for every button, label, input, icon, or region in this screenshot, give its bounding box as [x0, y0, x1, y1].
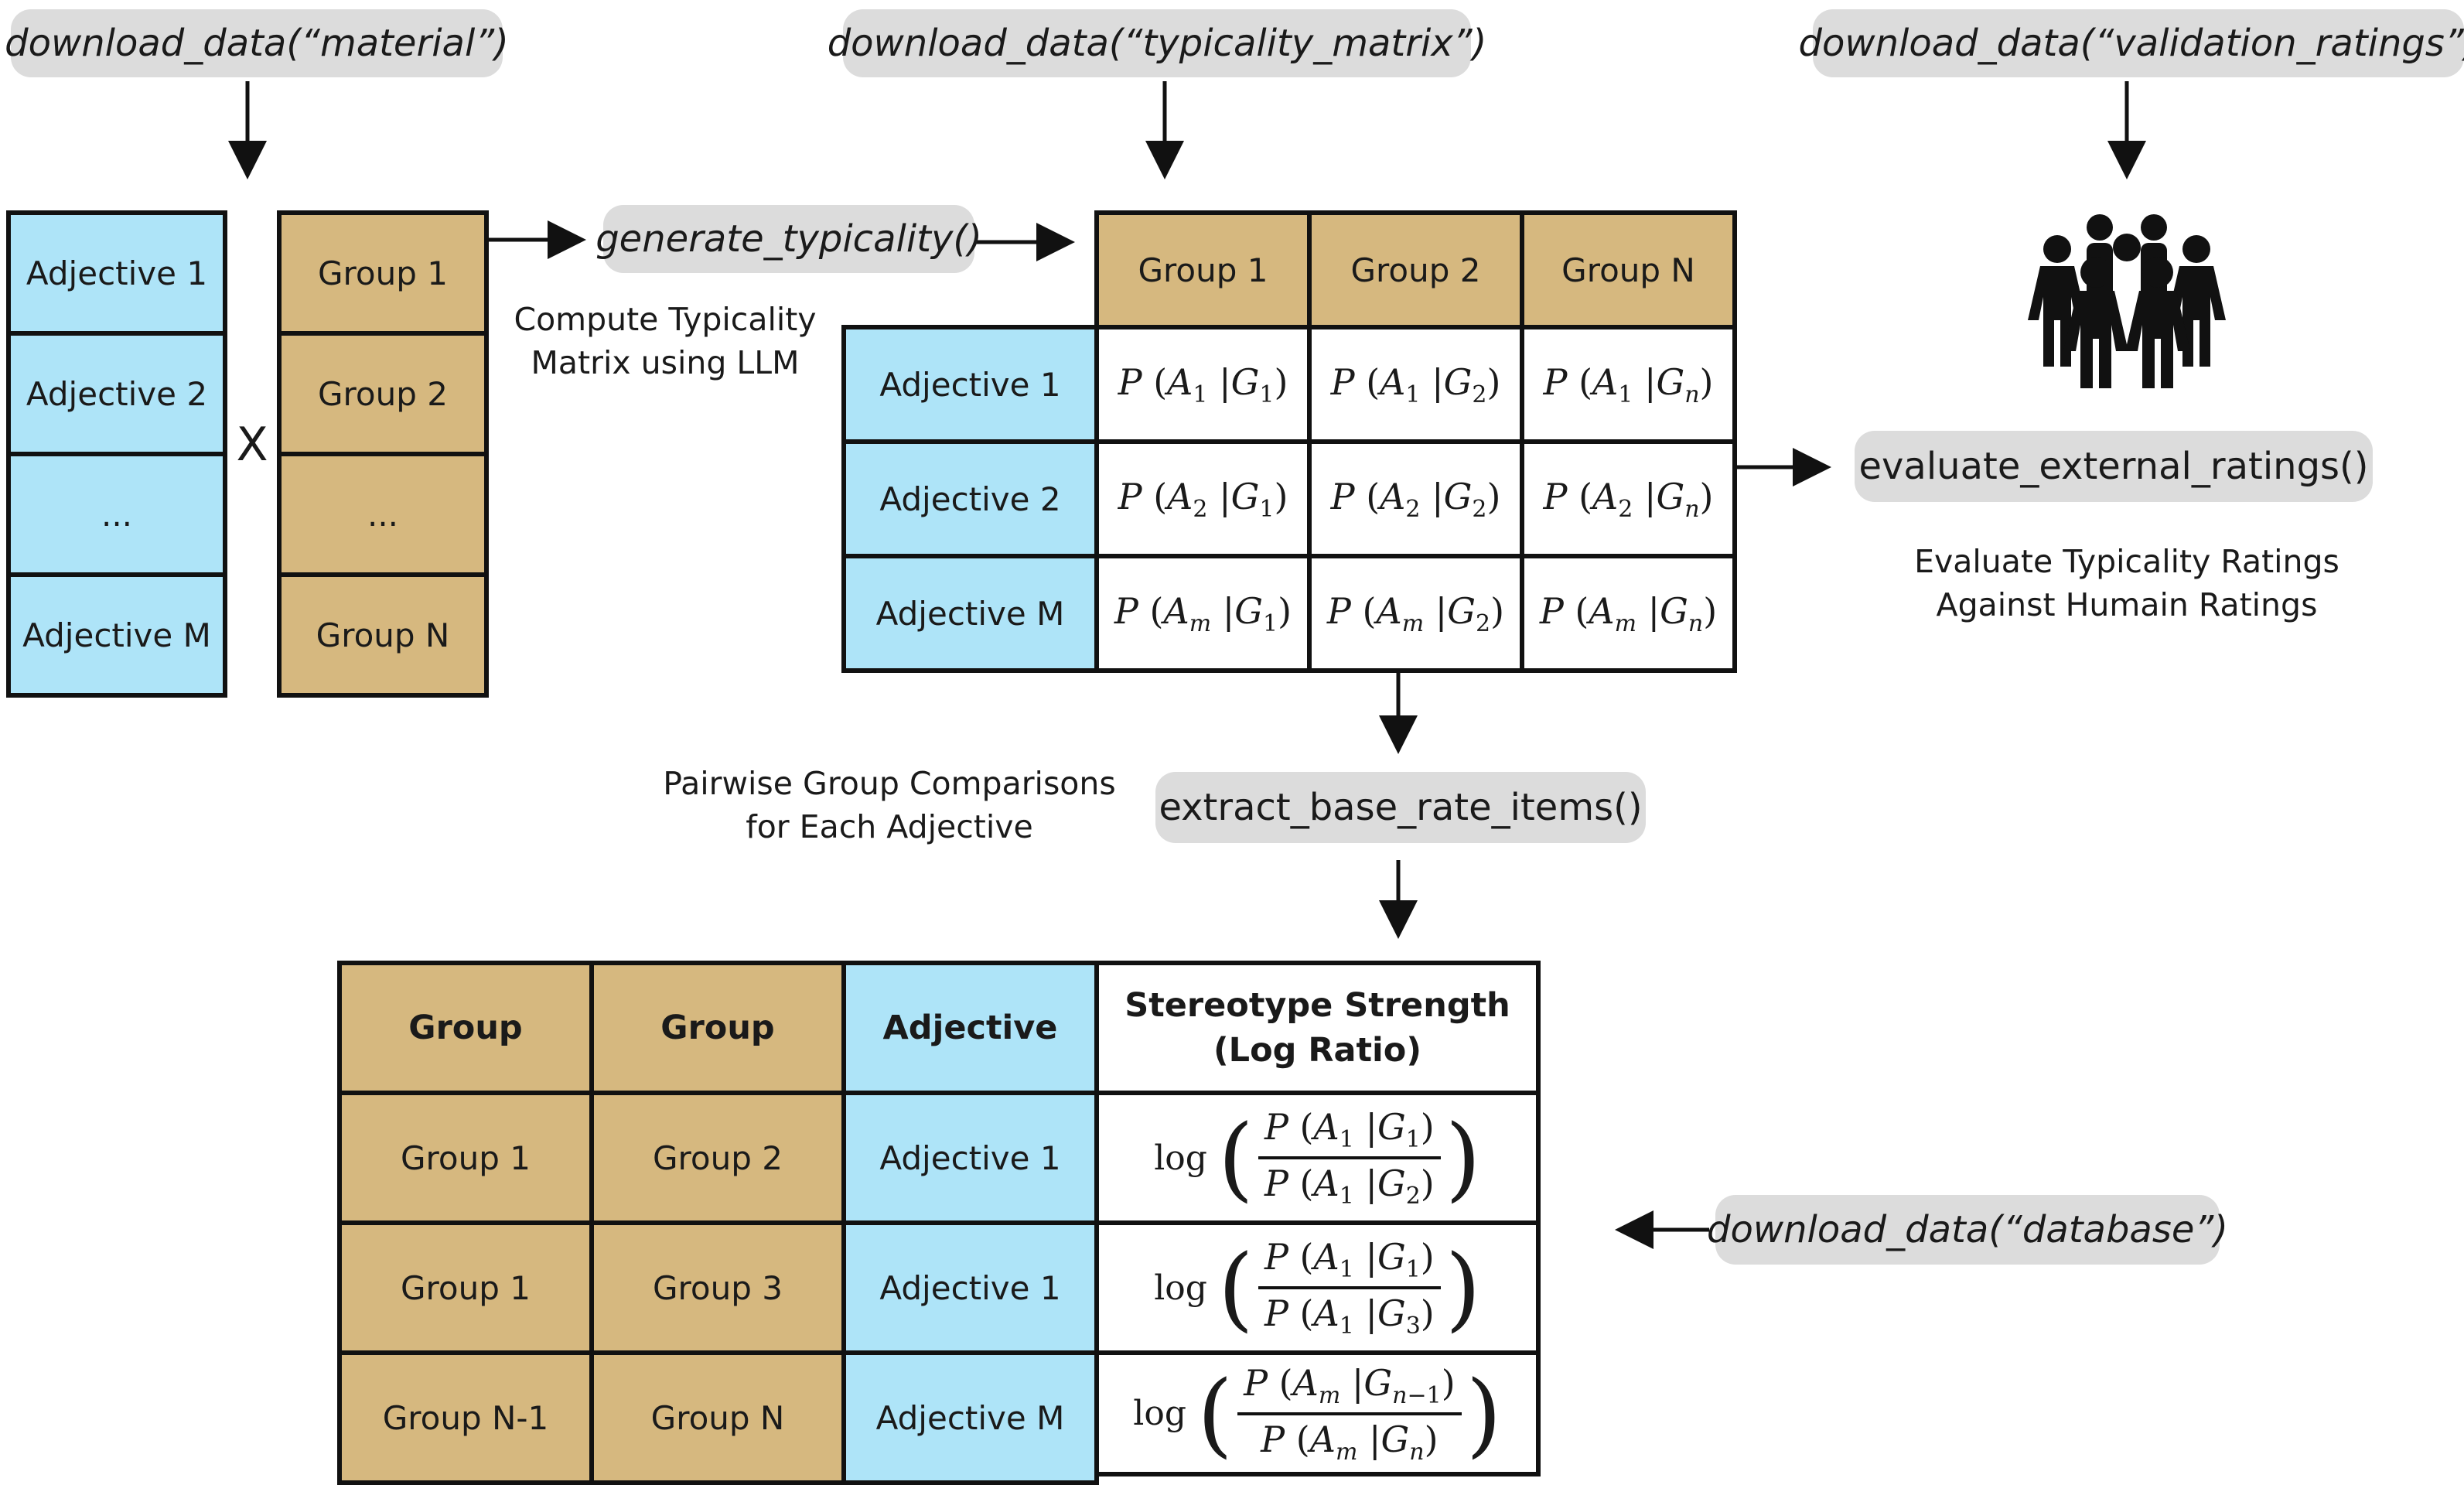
- table-row-group-a: Group 1: [337, 1220, 594, 1355]
- download-validation-ratings-call: download_data(“validation_ratings”): [1799, 9, 2464, 77]
- matrix-row-header: Adjective M: [841, 554, 1099, 673]
- matrix-row-header: Adjective 2: [841, 439, 1099, 558]
- adjective-list-item: Adjective M: [6, 572, 227, 698]
- log-label: log: [1133, 1394, 1187, 1433]
- log-label: log: [1154, 1268, 1207, 1308]
- matrix-row-header: Adjective 1: [841, 325, 1099, 444]
- table-row-adjective: Adjective 1: [841, 1220, 1099, 1355]
- table-header-stereotype-strength: Stereotype Strength(Log Ratio): [1094, 961, 1541, 1095]
- generate-typicality-call: generate_typicality(): [596, 205, 982, 273]
- log-label: log: [1154, 1138, 1207, 1178]
- download-material-call: download_data(“material”): [5, 9, 509, 77]
- group-list-item: ...: [277, 452, 489, 577]
- matrix-prob-cell: P (A2 |Gn): [1520, 439, 1737, 558]
- table-row-adjective: Adjective M: [841, 1350, 1099, 1485]
- adjective-list: Adjective 1 Adjective 2 ... Adjective M: [6, 210, 227, 698]
- table-row-group-b: Group 3: [589, 1220, 846, 1355]
- extract-base-rate-items-call: extract_base_rate_items(): [1155, 772, 1646, 843]
- matrix-col-header: Group N: [1520, 210, 1737, 329]
- group-list-item: Group 2: [277, 331, 489, 456]
- adjective-list-item: ...: [6, 452, 227, 577]
- table-header-group-2: Group: [589, 961, 846, 1095]
- download-typicality-matrix-call: download_data(“typicality_matrix”): [828, 9, 1486, 77]
- people-group-icon: [2028, 214, 2226, 388]
- matrix-prob-cell: P (A2 |G1): [1094, 439, 1312, 558]
- table-row-adjective: Adjective 1: [841, 1091, 1099, 1225]
- cross-product-symbol: X: [236, 418, 268, 472]
- adjective-list-item: Adjective 2: [6, 331, 227, 456]
- table-header-group-1: Group: [337, 961, 594, 1095]
- table-row-log-ratio: log ( P (A1 |G1)P (A1 |G2) ): [1094, 1091, 1541, 1225]
- group-list: Group 1 Group 2 ... Group N: [277, 210, 489, 698]
- matrix-prob-cell: P (A1 |Gn): [1520, 325, 1737, 444]
- download-database-call: download_data(“database”): [1707, 1195, 2228, 1265]
- matrix-prob-cell: P (Am |G2): [1307, 554, 1524, 673]
- matrix-col-header: Group 1: [1094, 210, 1312, 329]
- group-list-item: Group 1: [277, 210, 489, 336]
- evaluate-external-ratings-call: evaluate_external_ratings(): [1855, 431, 2373, 502]
- table-row-group-a: Group N-1: [337, 1350, 594, 1485]
- adjective-list-item: Adjective 1: [6, 210, 227, 336]
- matrix-prob-cell: P (Am |Gn): [1520, 554, 1737, 673]
- matrix-prob-cell: P (Am |G1): [1094, 554, 1312, 673]
- matrix-prob-cell: P (A1 |G2): [1307, 325, 1524, 444]
- table-row-group-b: Group 2: [589, 1091, 846, 1225]
- table-row-group-a: Group 1: [337, 1091, 594, 1225]
- table-row-group-b: Group N: [589, 1350, 846, 1485]
- group-list-item: Group N: [277, 572, 489, 698]
- matrix-col-header: Group 2: [1307, 210, 1524, 329]
- matrix-prob-cell: P (A1 |G1): [1094, 325, 1312, 444]
- table-row-log-ratio: log ( P (Am |Gn−1)P (Am |Gn) ): [1094, 1350, 1541, 1476]
- matrix-prob-cell: P (A2 |G2): [1307, 439, 1524, 558]
- table-header-adjective: Adjective: [841, 961, 1099, 1095]
- table-row-log-ratio: log ( P (A1 |G1)P (A1 |G3) ): [1094, 1220, 1541, 1355]
